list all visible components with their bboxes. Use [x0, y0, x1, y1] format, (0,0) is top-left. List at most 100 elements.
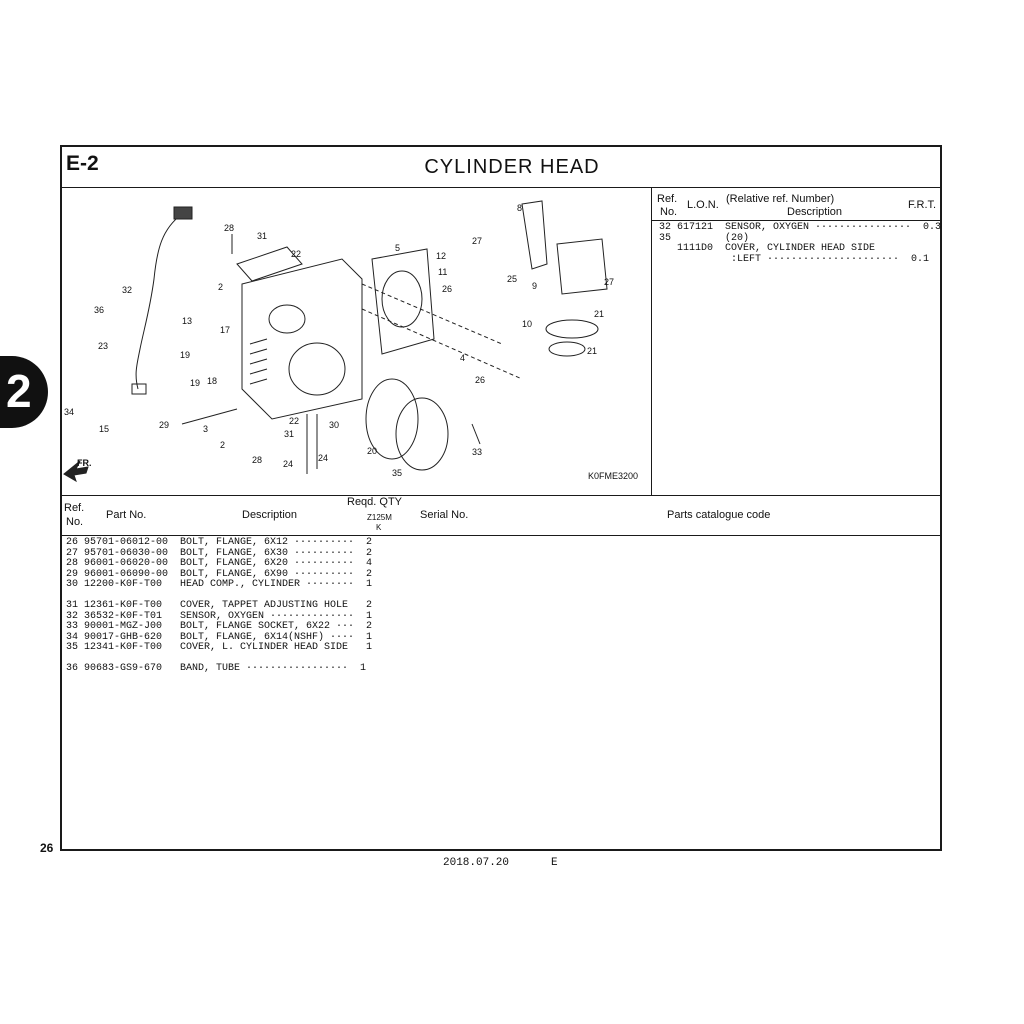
insulator-9 [556, 238, 608, 295]
svg-text:4: 4 [460, 353, 465, 363]
svg-text:26: 26 [475, 375, 485, 385]
svg-text:25: 25 [507, 274, 517, 284]
tappet-cover-top [236, 246, 303, 282]
svg-text:29: 29 [159, 420, 169, 430]
head-port [288, 342, 346, 396]
right-table-header-line [651, 220, 942, 221]
page-number: 26 [40, 841, 54, 855]
parts-row: 26 95701-06012-00 BOLT, FLANGE, 6X12 ···… [66, 537, 373, 548]
footer-lang: E [551, 857, 558, 869]
right-row: 32 617121 SENSOR, OXYGEN ···············… [659, 222, 942, 233]
svg-text:28: 28 [252, 455, 262, 465]
svg-text:15: 15 [99, 424, 109, 434]
tbl-hdr-serial: Serial No. [420, 509, 469, 521]
tbl-hdr-no: No. [66, 516, 84, 528]
svg-text:35: 35 [392, 468, 402, 478]
tappet-port [268, 304, 306, 334]
parts-row: 29 96001-06090-00 BOLT, FLANGE, 6X90 ···… [66, 568, 373, 580]
right-hdr-desc: Description [787, 206, 843, 218]
svg-text:12: 12 [436, 251, 446, 261]
right-hdr-no: No. [660, 206, 678, 218]
parts-row: 27 95701-06030-00 BOLT, FLANGE, 6X30 ···… [66, 547, 373, 559]
svg-text:2: 2 [220, 440, 225, 450]
parts-row: 32 36532-K0F-T01 SENSOR, OXYGEN ········… [66, 610, 373, 622]
tbl-hdr-model-sub: K [376, 523, 382, 532]
svg-text:27: 27 [604, 277, 614, 287]
svg-text:K0FME3200: K0FME3200 [588, 471, 638, 481]
header-divider [60, 187, 942, 188]
svg-text:5: 5 [395, 243, 400, 253]
right-list: 32 617121 SENSOR, OXYGEN ···············… [659, 222, 942, 265]
page-frame [60, 145, 942, 851]
oxygen-sensor-wire [135, 213, 183, 390]
svg-text:33: 33 [472, 447, 482, 457]
svg-text:34: 34 [64, 407, 74, 417]
svg-text:17: 17 [220, 325, 230, 335]
diagram-bottom-line [60, 495, 942, 496]
right-row: :LEFT ······················ 0.1 [659, 253, 930, 265]
page-title: CYLINDER HEAD [424, 156, 600, 178]
right-hdr-ref: Ref. [657, 193, 678, 205]
svg-text:2: 2 [218, 282, 223, 292]
svg-text:19: 19 [190, 378, 200, 388]
bracket-8 [521, 200, 548, 270]
svg-text:36: 36 [94, 305, 104, 315]
side-cover [395, 397, 449, 471]
front-arrow-icon [63, 460, 89, 483]
svg-text:24: 24 [318, 453, 328, 463]
svg-text:20: 20 [367, 446, 377, 456]
section-tab: 2 [0, 356, 48, 428]
svg-text:24: 24 [283, 459, 293, 469]
svg-text:9: 9 [532, 281, 537, 291]
svg-text:11: 11 [438, 267, 447, 277]
right-row: 35 (20) [659, 232, 750, 244]
o-ring [365, 378, 419, 460]
svg-text:23: 23 [98, 341, 108, 351]
svg-text:FR.: FR. [77, 458, 92, 468]
section-code: E-2 [66, 152, 99, 175]
right-panel-divider [651, 187, 652, 495]
right-hdr-frt: F.R.T. [908, 199, 937, 211]
footer-date: 2018.07.20 [443, 857, 510, 869]
svg-text:30: 30 [329, 420, 339, 430]
tbl-hdr-ref: Ref. [64, 502, 85, 514]
svg-text:19: 19 [180, 350, 190, 360]
o-ring-21 [548, 341, 586, 357]
parts-row: 30 12200-K0F-T00 HEAD COMP., CYLINDER ··… [66, 579, 373, 590]
tbl-hdr-description: Description [242, 509, 298, 521]
svg-text:27: 27 [472, 236, 482, 246]
svg-text:21: 21 [594, 309, 604, 319]
sensor-body [131, 383, 147, 395]
right-hdr-lon: L.O.N. [687, 199, 719, 211]
svg-text:21: 21 [587, 346, 597, 356]
svg-text:3: 3 [203, 424, 208, 434]
parts-row: 31 12361-K0F-T00 COVER, TAPPET ADJUSTING… [66, 600, 373, 611]
tbl-hdr-model: Z125M [367, 513, 392, 522]
parts-row: 36 90683-GS9-670 BAND, TUBE ············… [66, 663, 367, 674]
svg-text:22: 22 [289, 416, 299, 426]
svg-text:28: 28 [224, 223, 234, 233]
parts-list: 26 95701-06012-00 BOLT, FLANGE, 6X12 ···… [66, 537, 373, 675]
parts-row: 33 90001-MGZ-J00 BOLT, FLANGE SOCKET, 6X… [66, 621, 373, 632]
right-row: 1111D0 COVER, CYLINDER HEAD SIDE [659, 243, 876, 254]
section-tab-number: 2 [6, 365, 32, 417]
tbl-hdr-catalogue: Parts catalogue code [667, 509, 771, 521]
parts-row: 35 12341-K0F-T00 COVER, L. CYLINDER HEAD… [66, 642, 373, 653]
table-header-line [60, 535, 942, 536]
svg-text:22: 22 [291, 249, 301, 259]
svg-text:31: 31 [284, 429, 294, 439]
sensor-connector [173, 206, 193, 220]
tbl-hdr-part-no: Part No. [106, 509, 147, 521]
svg-text:26: 26 [442, 284, 452, 294]
parts-row: 28 96001-06020-00 BOLT, FLANGE, 6X20 ···… [66, 558, 373, 569]
tbl-hdr-reqd-qty: Reqd. QTY [347, 496, 403, 508]
svg-text:32: 32 [122, 285, 132, 295]
svg-text:10: 10 [522, 319, 532, 329]
head-gasket [371, 248, 435, 355]
svg-text:13: 13 [182, 316, 192, 326]
parts-row: 34 90017-GHB-620 BOLT, FLANGE, 6X14(NSHF… [66, 631, 373, 643]
cylinder-head-body [241, 258, 363, 420]
svg-text:18: 18 [207, 376, 217, 386]
svg-text:8: 8 [517, 203, 522, 213]
